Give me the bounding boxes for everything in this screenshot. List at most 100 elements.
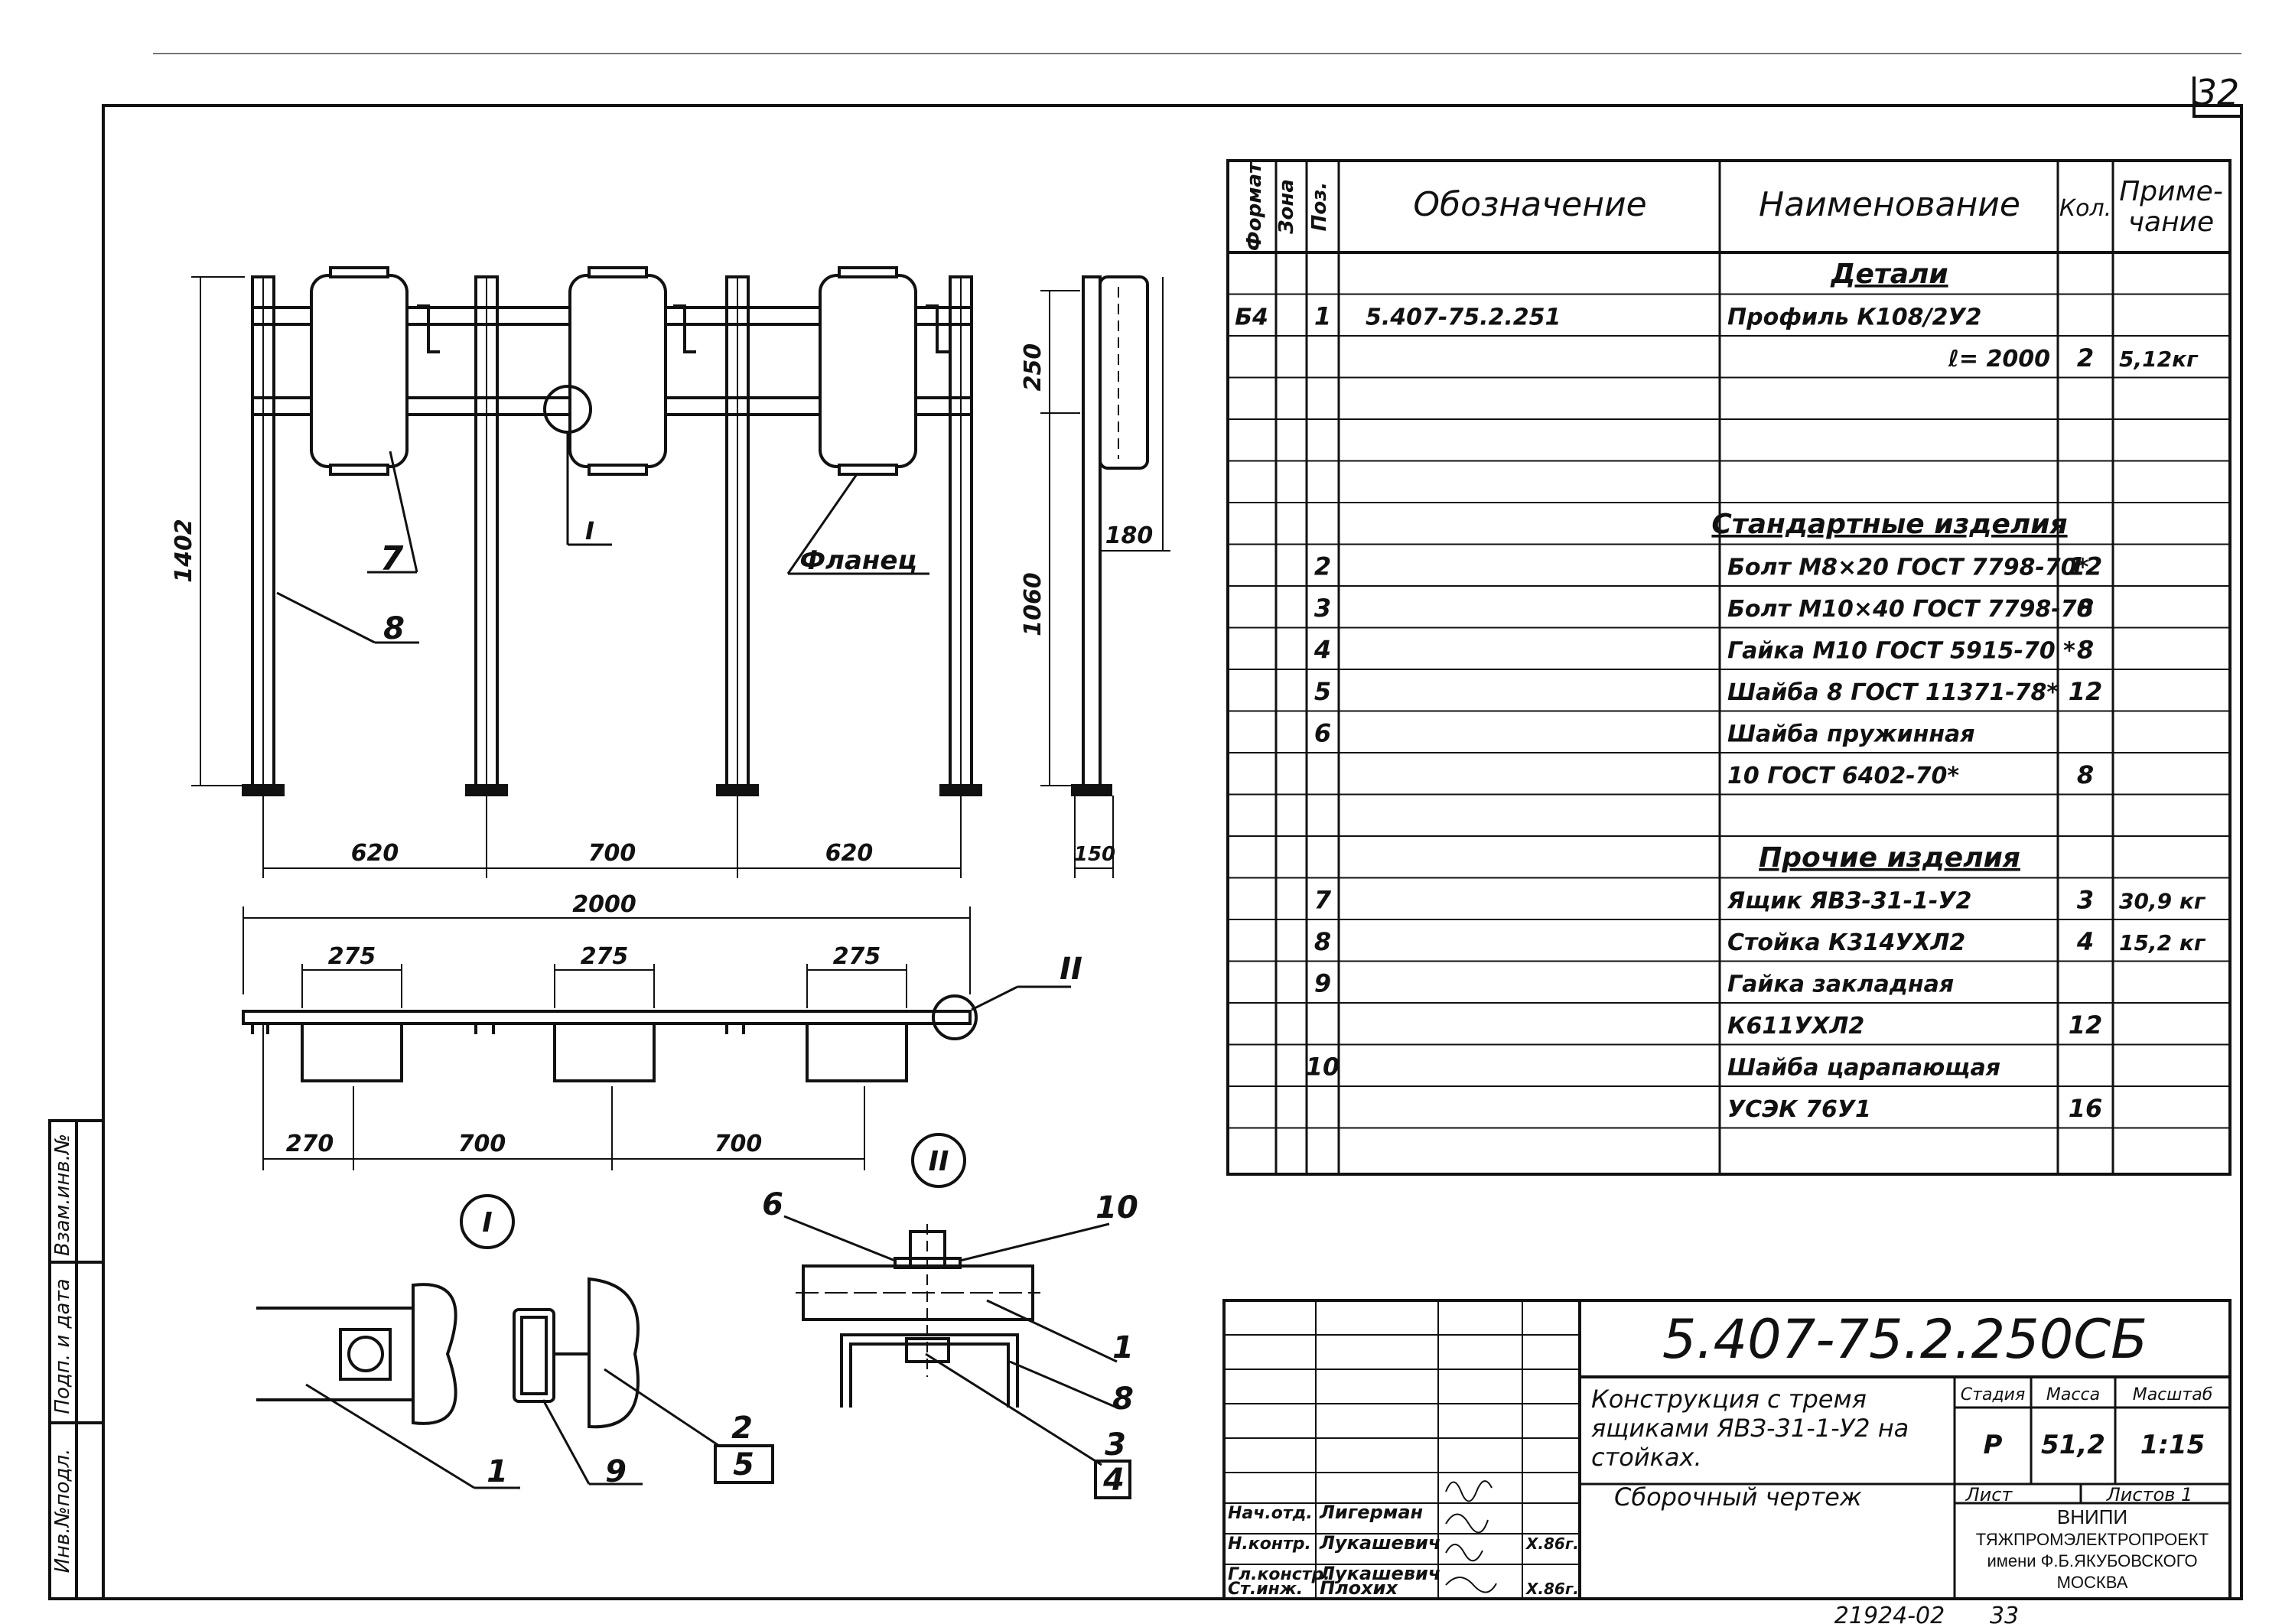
- spec-name-cell: Прочие изделия: [1759, 842, 2020, 874]
- spec-name-cell: Ящик ЯВЗ-31-1-У2: [1727, 888, 1971, 915]
- spec-note-cell: 15,2 кг: [2119, 930, 2206, 955]
- header-pos: Поз.: [1308, 182, 1331, 232]
- spec-note-cell: 5,12кг: [2119, 347, 2199, 372]
- spec-qty-cell: 2: [2077, 343, 2094, 373]
- callout-7: 7: [380, 539, 404, 578]
- title-line-4: Сборочный чертеж: [1614, 1482, 1862, 1512]
- label-scale: Масштаб: [2133, 1385, 2213, 1404]
- box-1: [310, 274, 409, 468]
- stamp-label-sign-date: Подп. и дата: [51, 1278, 74, 1414]
- name-2: Лукашевич: [1319, 1532, 1440, 1554]
- dim-front-1: 620: [351, 840, 399, 867]
- stamp-label-inv-no: Инв.№подл.: [51, 1449, 74, 1574]
- dim-plan-bottom-3: 700: [715, 1131, 763, 1157]
- dim-plan-top-3: 275: [833, 943, 881, 970]
- spec-pos-cell: 4: [1314, 636, 1331, 665]
- spec-note-cell: 30,9 кг: [2119, 889, 2206, 914]
- spec-format-cell: Б4: [1235, 304, 1268, 331]
- side-view: [1040, 275, 1170, 878]
- label-mass: Масса: [2046, 1385, 2100, 1404]
- org-line-4: МОСКВА: [2057, 1573, 2128, 1592]
- date-4: X.86г.: [1525, 1580, 1579, 1598]
- header-qty: Кол.: [2059, 195, 2111, 222]
- spec-qty-cell: 8: [2077, 760, 2094, 789]
- spec-name-cell: Шайба пружинная: [1727, 721, 1975, 748]
- spec-name-cell: 10 ГОСТ 6402-70*: [1727, 763, 1959, 789]
- spec-qty-cell: 12: [2069, 1011, 2103, 1040]
- detail-II-callout-4: 4: [1102, 1463, 1125, 1498]
- spec-qty-cell: 8: [2077, 636, 2094, 665]
- spec-name-cell: ℓ= 2000: [1948, 346, 2050, 373]
- detail-II: [783, 1133, 1131, 1499]
- header-format: Формат: [1243, 161, 1266, 251]
- plan-view: [242, 906, 1071, 1170]
- spec-name-cell: Стойка К314УХЛ2: [1727, 929, 1965, 956]
- detail-I-callout-2: 2: [731, 1411, 753, 1446]
- spec-pos-cell: 2: [1314, 552, 1331, 581]
- detail-II-callout-3: 3: [1105, 1427, 1126, 1463]
- title-block: [1222, 1299, 2232, 1600]
- date-2: X.86г.: [1525, 1535, 1579, 1553]
- stamp-label-swap-no: Взам.инв.№: [51, 1134, 74, 1256]
- detail-II-marker: [932, 994, 978, 1040]
- name-4: Плохих: [1320, 1577, 1398, 1599]
- label-sheet: Лист: [1965, 1484, 2013, 1505]
- title-line-2: ящиками ЯВЗ-31-1-У2 на: [1591, 1414, 1909, 1443]
- spec-name-cell: УСЭК 76У1: [1727, 1096, 1871, 1123]
- signature-1: [1445, 1480, 1493, 1502]
- detail-I: [256, 1194, 774, 1489]
- spec-pos-cell: 5: [1314, 677, 1331, 706]
- header-name: Наименование: [1759, 185, 2020, 224]
- spec-pos-cell: 1: [1314, 302, 1331, 331]
- spec-name-cell: К611УХЛ2: [1727, 1013, 1864, 1040]
- spec-name-cell: Шайба 8 ГОСТ 11371-78*: [1727, 679, 2059, 706]
- spec-pos-cell: 6: [1314, 719, 1331, 748]
- view-mark-I: I: [585, 516, 594, 545]
- view-mark-II: II: [1060, 952, 1082, 987]
- org-line-3: имени Ф.Б.ЯКУБОВСКОГО: [1987, 1551, 2197, 1570]
- value-scale: 1:15: [2140, 1430, 2205, 1460]
- front-view: [191, 266, 982, 878]
- signature-2: [1445, 1513, 1489, 1534]
- spec-name-cell: Профиль К108/2У2: [1727, 304, 1981, 331]
- org-line-2: ТЯЖПРОМЭЛЕКТРОПРОЕКТ: [1976, 1530, 2209, 1549]
- title-line-1: Конструкция с тремя: [1591, 1385, 1867, 1414]
- detail-II-callout-1: 1: [1112, 1330, 1134, 1365]
- dim-plan-bottom-1: 270: [286, 1131, 334, 1157]
- archive-number: 21924-02: [1834, 1603, 1945, 1624]
- role-4: Ст.инж.: [1228, 1580, 1303, 1599]
- spec-pos-cell: 7: [1314, 886, 1332, 915]
- signature-3: [1445, 1544, 1483, 1562]
- signatures: [1445, 1480, 1497, 1593]
- detail-I-callout-5: 5: [733, 1447, 754, 1482]
- dim-plan-top-2: 275: [581, 943, 629, 970]
- title-line-3: стойках.: [1591, 1443, 1702, 1472]
- org-line-1: ВНИПИ: [2057, 1505, 2127, 1528]
- dim-height-total: 1402: [171, 519, 197, 583]
- detail-II-callout-8: 8: [1112, 1382, 1134, 1417]
- page-number: 32: [2195, 72, 2240, 113]
- label-stage: Стадия: [1961, 1385, 2025, 1404]
- role-3: Гл.констр.: [1228, 1565, 1330, 1584]
- dim-front-3: 620: [825, 840, 874, 867]
- spec-qty-cell: 3: [2077, 886, 2094, 915]
- detail-II-callout-10: 10: [1095, 1190, 1138, 1225]
- archive-page: 33: [1990, 1603, 2019, 1624]
- detail-II-label: II: [929, 1146, 949, 1177]
- box-3: [819, 274, 917, 468]
- dim-side-180: 180: [1105, 522, 1154, 549]
- spec-name-cell: Гайка М10 ГОСТ 5915-70 *: [1727, 638, 2075, 665]
- spec-pos-cell: 9: [1314, 969, 1331, 998]
- spec-pos-cell: 8: [1314, 927, 1331, 956]
- header-note-1: Приме-: [2119, 176, 2223, 207]
- page-number-box: [2192, 76, 2241, 118]
- spec-qty-cell: 8: [2077, 594, 2094, 623]
- callout-8: 8: [383, 611, 405, 646]
- detail-I-label: I: [482, 1207, 492, 1238]
- spec-pos-cell: 3: [1314, 594, 1331, 623]
- header-note-2: чание: [2128, 207, 2214, 238]
- spec-name-cell: Шайба царапающая: [1727, 1055, 2000, 1082]
- role-1: Нач.отд.: [1228, 1504, 1313, 1523]
- header-zone: Зона: [1275, 179, 1298, 235]
